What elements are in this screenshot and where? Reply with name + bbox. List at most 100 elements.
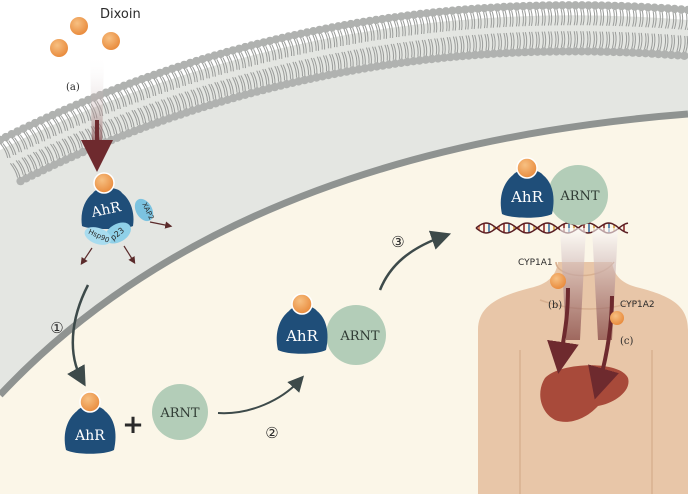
lipid-tail [276,65,282,82]
lipid-tail [256,47,262,64]
lipid-tail [476,12,480,29]
lipid-tail [216,82,223,98]
lipid-tail [425,17,429,34]
cell-membrane [0,1,688,186]
dissociation-arrow [149,221,173,229]
lipid-tail [383,22,388,39]
lipid-tail [149,103,156,119]
lipid-tail [478,34,481,51]
bound-dioxin [93,172,115,194]
lipid-tail [202,85,208,102]
lipid-tail [491,11,495,28]
lipid-tail [440,37,444,54]
lipid-tail [466,13,469,30]
lipid-tail [73,133,81,149]
lipid-tail [567,9,570,26]
collarbone-line [539,299,641,310]
lipid-tail [268,67,274,84]
lipid-tail [663,34,667,51]
lipid-tail [495,11,499,28]
lipid-tail [582,31,585,48]
lipid-tail [504,10,508,28]
lipid-head [577,47,586,56]
lipid-tail [190,89,197,105]
lipid-tail [676,35,680,52]
lipid-tail [459,13,463,31]
lipid-tail [171,72,178,88]
lipid-tail [300,37,305,54]
lipid-tail [624,32,628,49]
lipid-tail [70,110,78,126]
lipid-head [428,8,438,17]
lipid-tail [157,101,164,117]
step-2-label: ② [265,424,278,442]
lipid-head [397,12,406,21]
lipid-tail [534,9,537,26]
lipid-tail [329,53,334,70]
lipid-tail [316,56,322,73]
lipid-tail [331,53,336,70]
lipid-tail [402,20,406,37]
lipid-tail [512,32,515,49]
lipid-tail [528,9,531,27]
lipid-head [409,57,418,66]
lipid-tail [573,31,576,48]
dna-strand [475,222,629,234]
lipid-head [467,4,476,14]
lipid-tail [262,68,268,85]
lipid-head [446,52,455,62]
lipid-tail [537,31,540,48]
lipid-head [520,47,530,57]
lipid-tail [168,74,175,90]
lipid-tail [135,84,143,101]
lipid-tail [292,61,298,78]
lipid-tail [250,72,256,88]
lipid-tail [67,136,75,151]
lipid-head [584,1,593,10]
lipid-tail [69,136,78,151]
lipid-tail [638,10,642,28]
lipid-tail [228,78,234,95]
lipid-head [577,1,587,10]
lipid-head [609,47,618,57]
lipid-tail [389,21,394,38]
lipid-tail [440,15,444,32]
lipid-tail [318,33,323,50]
lipid-tail [337,30,342,47]
lipid-head [458,51,467,61]
lipid-tail [449,37,452,54]
lipid-tail [300,60,306,77]
lipid-tail [108,96,115,112]
lipid-tail [517,10,520,27]
lipid-tail [485,12,488,29]
lipid-tail [524,32,528,49]
lipid-tail [175,95,182,111]
lipid-tail [431,16,435,33]
lipid-tail [508,10,512,27]
lipid-tail [232,54,238,70]
lipid-tail [61,138,70,154]
lipid-tail [658,12,661,29]
lipid-tail [518,32,521,49]
lipid-head [421,55,430,64]
lipid-tail [660,12,664,29]
lipid-tail [313,57,318,74]
lipid-head [435,7,444,17]
lipid-head [634,48,644,58]
lipid-tail [189,66,196,83]
ahr-label: AhR [89,199,123,221]
dioxin-molecule [102,32,120,50]
lipid-tail [434,16,438,33]
lipid-head [683,5,688,15]
lipid-tail [153,78,160,94]
lipid-tail [178,93,185,109]
lipid-tail [151,103,158,119]
lipid-tail [2,143,11,159]
lipid-tail [122,114,129,130]
lipid-tail [455,36,459,53]
lipid-tail [352,27,356,44]
lipid-tail [531,31,534,49]
lipid-head [384,13,393,23]
lipid-head [365,16,374,26]
